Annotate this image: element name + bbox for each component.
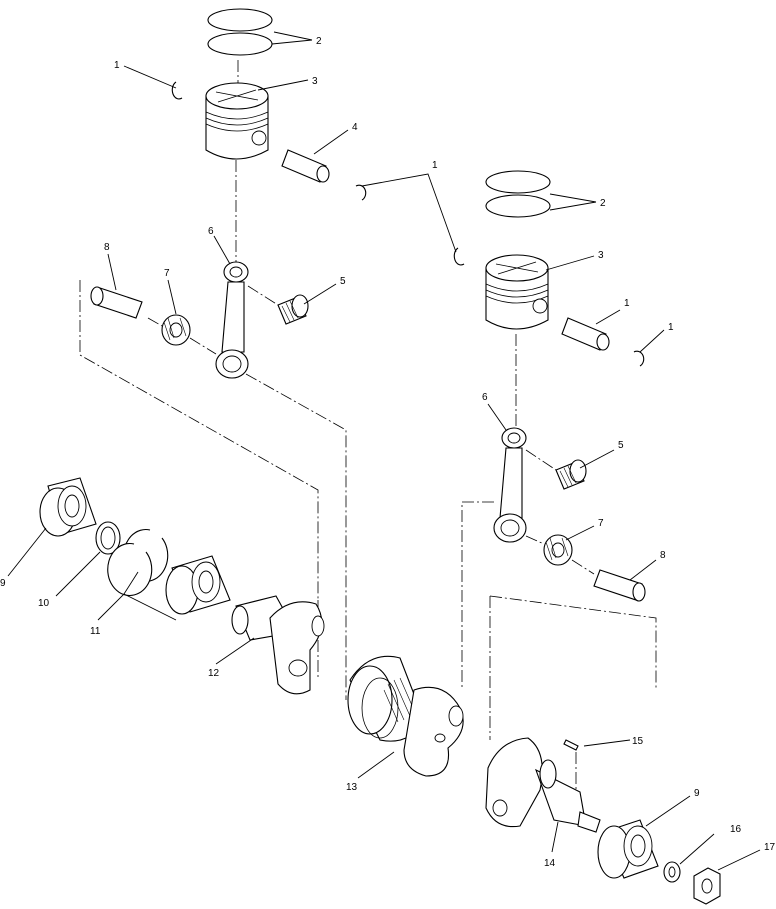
needle-bearing-right-5 (555, 459, 587, 490)
piston-pin-left (281, 149, 330, 183)
guide-lines-right (461, 501, 494, 690)
callout-1-mid: 1 (432, 160, 438, 171)
connecting-rod-right (493, 427, 527, 543)
piston-right (485, 254, 549, 330)
needle-bearing-right-7 (543, 534, 573, 566)
washer-16 (663, 861, 681, 883)
callout-6-left: 6 (208, 226, 214, 237)
callout-15: 15 (632, 736, 644, 747)
circlip-left-1 (171, 81, 183, 100)
centerline-big-end-left (147, 317, 163, 327)
callout-9-left: 9 (0, 578, 6, 589)
callout-9-right: 9 (694, 788, 700, 799)
circlip-right-1 (453, 247, 465, 266)
callout-14: 14 (544, 858, 556, 869)
callout-3-right: 3 (598, 250, 604, 261)
connecting-rod-left (215, 261, 249, 379)
callout-11: 11 (90, 626, 101, 637)
callout-7-right: 7 (598, 518, 604, 529)
crank-center-13 (347, 655, 464, 777)
callout-3-left: 3 (312, 76, 318, 87)
nut-17 (693, 867, 721, 905)
callout-6-right: 6 (482, 392, 488, 403)
callout-1-right-a: 1 (624, 298, 630, 309)
piston-rings-left (207, 8, 273, 56)
crank-half-left-12 (231, 595, 325, 695)
main-bearing-left-inner (165, 555, 231, 615)
callout-8-right: 8 (660, 550, 666, 561)
guide-lines-left (79, 280, 319, 600)
callout-labels: 2 1 3 4 1 2 6 8 3 7 5 1 1 6 5 7 8 9 10 1… (0, 36, 776, 869)
piston-rings-right (485, 170, 551, 218)
centerline-small-end-left (247, 285, 279, 306)
main-bearing-left-9 (39, 477, 97, 537)
callout-5-right: 5 (618, 440, 624, 451)
callout-13: 13 (346, 782, 358, 793)
woodruff-key-15 (563, 739, 579, 751)
callout-12: 12 (208, 668, 220, 679)
callout-8-left: 8 (104, 242, 110, 253)
callout-17: 17 (764, 842, 776, 853)
circlip-right-2 (633, 350, 645, 367)
shim-washer-10 (95, 521, 121, 555)
callout-10: 10 (38, 598, 50, 609)
callout-4: 4 (352, 122, 358, 133)
piston-pin-right (561, 317, 610, 351)
callout-5-left: 5 (340, 276, 346, 287)
leader-lines (7, 31, 761, 871)
needle-bearing-left-7 (161, 314, 191, 346)
bearing-pin-right-8 (593, 569, 646, 602)
callout-16: 16 (730, 824, 742, 835)
main-bearing-right-9 (597, 819, 659, 879)
crank-half-right-14 (485, 737, 601, 833)
snap-ring-11 (107, 528, 169, 597)
piston-left (205, 82, 269, 160)
callout-2-right: 2 (600, 198, 606, 209)
needle-bearing-left-5 (277, 294, 309, 325)
callout-7-left: 7 (164, 268, 170, 279)
callout-2-left: 2 (316, 36, 322, 47)
callout-1-right-b: 1 (668, 322, 674, 333)
circlip-left-2 (355, 184, 367, 201)
callout-1-top: 1 (114, 60, 120, 71)
bearing-pin-left-8 (90, 286, 143, 319)
